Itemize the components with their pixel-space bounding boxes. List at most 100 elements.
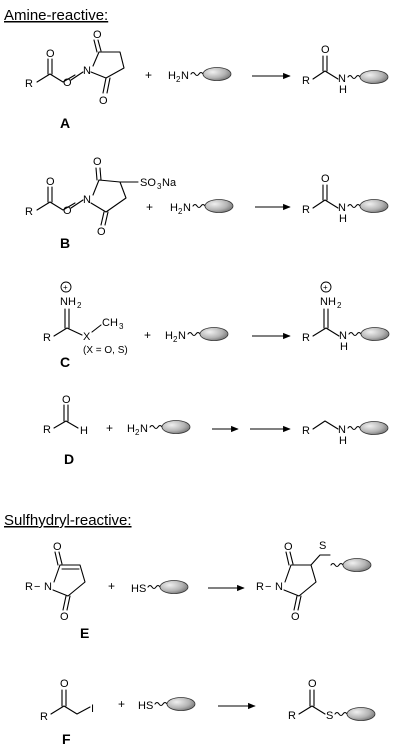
atom-r: R	[302, 204, 310, 216]
reaction-b: R O O N O O SO 3 Na + H 2 N R O N H B	[25, 156, 389, 251]
atom-n: N	[183, 202, 191, 214]
plus-sign: +	[106, 421, 113, 435]
atom-o: O	[60, 678, 69, 690]
atom-s: S	[326, 710, 333, 722]
atom-o: O	[321, 173, 330, 185]
atom-o: O	[321, 44, 330, 56]
header-sulfhydryl-reactive: Sulfhydryl-reactive:	[4, 512, 132, 529]
atom-n: N	[140, 423, 148, 435]
atom-o: O	[46, 48, 55, 60]
atom-r: R	[43, 332, 51, 344]
atom-r: R	[25, 206, 33, 218]
protein-bead	[330, 557, 372, 573]
atom-o: O	[46, 176, 55, 188]
atom-n: N	[338, 424, 346, 436]
protein-bead	[192, 198, 234, 214]
atom-h2n: H	[165, 330, 173, 342]
protein-bead	[190, 66, 232, 82]
atom-r: R	[256, 581, 264, 593]
atom-n: N	[338, 73, 346, 85]
atom-h: H	[340, 341, 348, 353]
svg-text:Na: Na	[162, 177, 177, 189]
label-f: F	[62, 731, 71, 747]
atom-h: H	[339, 435, 347, 447]
protein-bead	[149, 419, 191, 435]
atom-h2n: H	[170, 202, 178, 214]
svg-text:−: −	[265, 581, 271, 593]
atom-n: N	[83, 65, 91, 77]
svg-text:−: −	[34, 581, 40, 593]
plus-sign: +	[145, 68, 152, 82]
atom-r: R	[302, 75, 310, 87]
atom-o: O	[63, 205, 72, 217]
label-d: D	[64, 451, 74, 467]
reaction-c: + NH 2 R X CH 3 (X = O, S) + H 2 N + NH …	[43, 281, 390, 370]
atom-o: O	[53, 541, 62, 553]
protein-bead	[347, 69, 389, 85]
atom-x: X	[83, 331, 91, 343]
atom-h: H	[339, 84, 347, 96]
plus-sign: +	[144, 328, 151, 342]
atom-o: O	[63, 77, 72, 89]
atom-i: I	[91, 703, 94, 715]
atom-nh2: NH	[320, 296, 336, 308]
atom-r: R	[288, 710, 296, 722]
reaction-f: R O I + HS R O S F	[40, 678, 376, 747]
atom-nh2: NH	[60, 296, 76, 308]
atom-n: N	[275, 581, 283, 593]
atom-n: N	[44, 581, 52, 593]
atom-o: O	[93, 29, 102, 41]
reaction-d: R O H + H 2 N R N H D	[43, 394, 389, 467]
atom-r: R	[40, 711, 48, 723]
atom-o: O	[60, 611, 69, 623]
svg-text:2: 2	[337, 301, 342, 310]
protein-bead	[187, 326, 229, 342]
atom-h2n: H	[168, 70, 176, 82]
protein-bead	[154, 696, 196, 712]
protein-bead	[334, 706, 376, 722]
atom-r: R	[25, 581, 33, 593]
plus-sign: +	[118, 697, 125, 711]
protein-bead	[347, 420, 389, 436]
protein-bead	[347, 198, 389, 214]
svg-text:+: +	[323, 283, 328, 292]
svg-text:3: 3	[157, 182, 162, 191]
label-b: B	[60, 235, 70, 251]
protein-bead	[348, 326, 390, 342]
label-c: C	[60, 354, 70, 370]
plus-sign: +	[146, 200, 153, 214]
protein-bead	[147, 579, 189, 595]
atom-o: O	[291, 611, 300, 623]
header-amine-reactive: Amine-reactive:	[4, 7, 108, 24]
label-a: A	[60, 115, 70, 131]
atom-r: R	[25, 78, 33, 90]
reaction-a: R O O N O O + H 2 N R O N H A	[25, 29, 389, 131]
x-definition: (X = O, S)	[83, 345, 128, 356]
atom-o: O	[97, 226, 106, 238]
atom-ch3: CH	[102, 317, 118, 329]
atom-n: N	[178, 330, 186, 342]
svg-text:2: 2	[77, 301, 82, 310]
atom-o: O	[284, 541, 293, 553]
atom-s: S	[319, 540, 326, 552]
svg-text:+: +	[63, 283, 68, 292]
atom-o: O	[62, 394, 71, 406]
atom-r: R	[43, 424, 51, 436]
svg-text:2: 2	[135, 428, 140, 437]
svg-text:2: 2	[178, 207, 183, 216]
atom-h2n: H	[127, 423, 135, 435]
atom-n: N	[338, 202, 346, 214]
atom-o: O	[308, 678, 317, 690]
atom-r: R	[302, 332, 310, 344]
atom-n: N	[339, 330, 347, 342]
reaction-e: R − N O O + HS R − N O O S E	[25, 540, 372, 641]
atom-o: O	[99, 95, 108, 107]
charge-plus-icon	[320, 281, 332, 293]
charge-plus-icon	[60, 281, 72, 293]
atom-n: N	[181, 70, 189, 82]
svg-text:3: 3	[119, 322, 124, 331]
svg-text:2: 2	[173, 335, 178, 344]
plus-sign: +	[108, 579, 115, 593]
atom-h: H	[339, 213, 347, 225]
